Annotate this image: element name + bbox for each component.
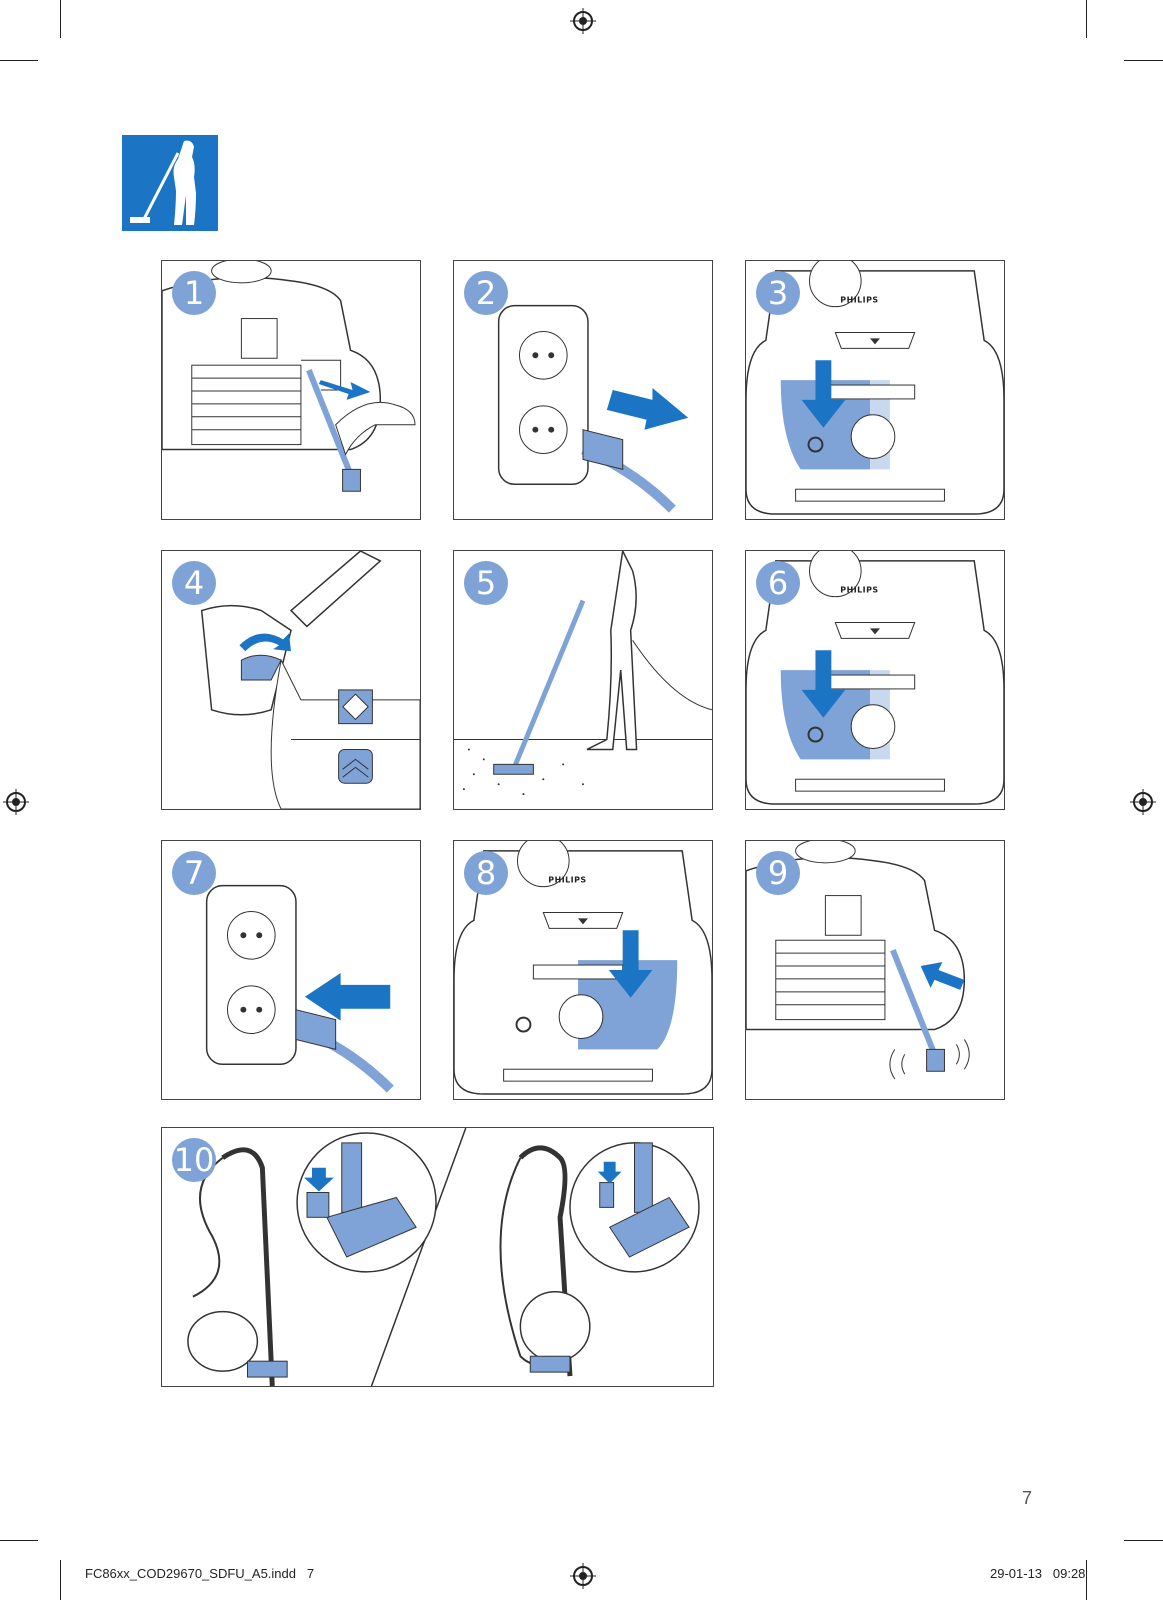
step-panel-3: PHILIPS 3 xyxy=(745,260,1005,520)
appliance-illustration xyxy=(162,261,416,492)
crop-mark xyxy=(60,0,61,38)
registration-mark-icon xyxy=(570,1563,596,1589)
step-number-badge: 5 xyxy=(464,561,508,605)
brand-label: PHILIPS xyxy=(548,876,586,885)
brand-label: PHILIPS xyxy=(840,296,878,305)
crop-mark xyxy=(0,1540,38,1541)
step-number-badge: 10 xyxy=(172,1138,216,1182)
step-number-badge: 1 xyxy=(172,271,216,315)
step-number-badge: 2 xyxy=(464,271,508,315)
step-panel-6: PHILIPS 6 xyxy=(745,550,1005,810)
vacuuming-floor-illustration xyxy=(454,551,712,796)
step-panel-7: 7 xyxy=(161,840,421,1100)
crop-mark xyxy=(1086,1560,1087,1600)
vacuuming-person-icon xyxy=(122,135,218,231)
step-panel-8: PHILIPS 8 xyxy=(453,840,713,1100)
storage-parking-illustration xyxy=(187,1128,700,1386)
wall-socket-illustration xyxy=(205,884,394,1093)
step-panel-5: 5 xyxy=(453,550,713,810)
step-panel-9: 9 xyxy=(745,840,1005,1100)
step-number-badge: 9 xyxy=(756,851,800,895)
crop-mark xyxy=(1086,0,1087,38)
page-number: 7 xyxy=(1022,1488,1033,1508)
brand-label: PHILIPS xyxy=(840,586,878,595)
step-panel-1: 1 xyxy=(161,260,421,520)
footer-file-name: FC86xx_COD29670_SDFU_A5.indd 7 xyxy=(85,1566,315,1581)
wall-socket-illustration xyxy=(497,304,689,513)
crop-mark xyxy=(1124,1540,1163,1541)
registration-mark-icon xyxy=(3,789,29,815)
crop-mark xyxy=(60,1560,61,1600)
step-panel-2: 2 xyxy=(453,260,713,520)
control-panel-illustration: PHILIPS xyxy=(454,841,712,1095)
step-number-badge: 8 xyxy=(464,851,508,895)
crop-mark xyxy=(0,60,38,61)
step-panel-4: 4 xyxy=(161,550,421,810)
crop-mark xyxy=(1124,60,1163,61)
registration-mark-icon xyxy=(570,8,596,34)
control-panel-illustration: PHILIPS xyxy=(746,261,1004,515)
footer-timestamp: 29-01-13 09:28 xyxy=(990,1566,1086,1581)
step-number-badge: 3 xyxy=(756,271,800,315)
nozzle-setting-illustration xyxy=(200,551,420,809)
step-panel-10: 10 xyxy=(161,1127,714,1387)
step-number-badge: 4 xyxy=(172,561,216,605)
control-panel-illustration: PHILIPS xyxy=(746,551,1004,805)
step-number-badge: 6 xyxy=(756,561,800,605)
appliance-illustration xyxy=(746,841,970,1080)
registration-mark-icon xyxy=(1130,789,1156,815)
step-number-badge: 7 xyxy=(172,851,216,895)
